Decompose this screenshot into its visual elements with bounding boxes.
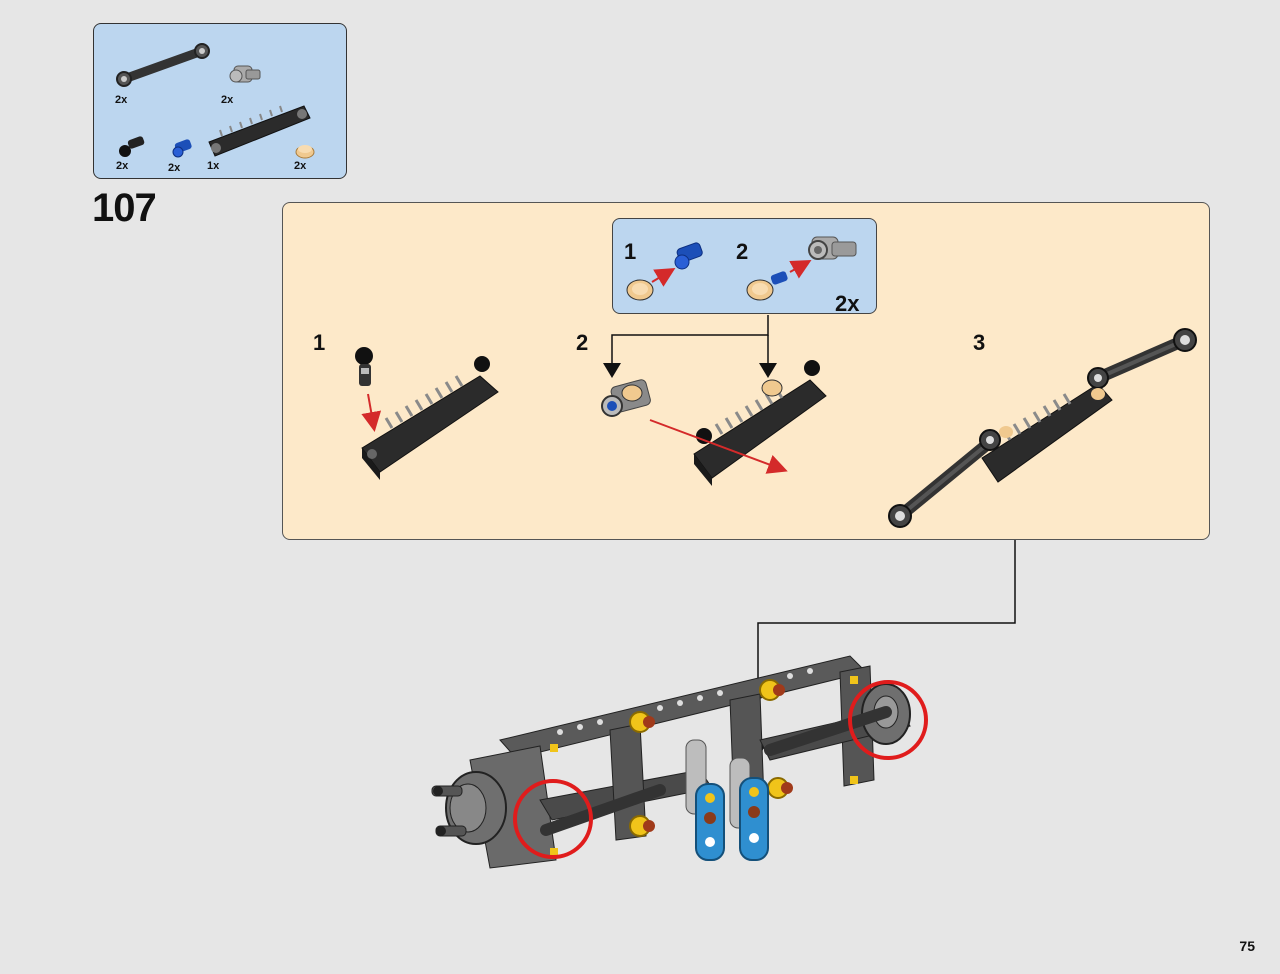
black-pin-icon bbox=[119, 136, 145, 157]
substep-1-illustration bbox=[355, 347, 499, 480]
highlight-circle-rear bbox=[848, 680, 928, 760]
part-qty-gear-rack-beam: 1x bbox=[207, 160, 220, 172]
substep-label-3: 3 bbox=[973, 330, 986, 355]
callout-step1-illustration bbox=[626, 242, 703, 301]
substep-label-2: 2 bbox=[576, 330, 589, 355]
yellow-pins bbox=[550, 676, 858, 856]
blue-beams bbox=[695, 777, 769, 861]
callout-step-2: 2 bbox=[736, 239, 749, 264]
gear-rack-beam-icon bbox=[208, 105, 311, 157]
callout-multiplier: 2x bbox=[835, 291, 860, 316]
part-qty-axle-connector: 2x bbox=[221, 94, 234, 106]
parts-illustrations bbox=[116, 43, 315, 159]
tan-bush-icon bbox=[295, 145, 315, 159]
callout-connector bbox=[603, 315, 777, 378]
callout-panel: 1 2 2x bbox=[612, 218, 877, 316]
axle-connector-icon bbox=[229, 65, 261, 83]
page-number: 75 bbox=[1239, 938, 1255, 954]
substep-2-illustration bbox=[601, 360, 827, 486]
main-model-illustration bbox=[431, 655, 928, 869]
part-qty-link-beam: 2x bbox=[115, 94, 128, 106]
blue-pin-icon bbox=[172, 139, 192, 158]
part-qty-blue-pin: 2x bbox=[168, 162, 181, 174]
highlight-circle-front bbox=[513, 779, 593, 859]
callout-step2-illustration bbox=[746, 236, 857, 301]
substep-label-1: 1 bbox=[313, 330, 326, 355]
part-qty-black-pin: 2x bbox=[116, 160, 129, 172]
parts-list-panel: 2x 2x 2x 2x 1x 2x bbox=[93, 23, 347, 179]
link-beam-icon bbox=[116, 43, 210, 87]
callout-step-1: 1 bbox=[624, 239, 637, 264]
step-number: 107 bbox=[92, 186, 157, 230]
part-qty-tan-bush: 2x bbox=[294, 160, 307, 172]
substep-3-illustration bbox=[888, 328, 1197, 528]
